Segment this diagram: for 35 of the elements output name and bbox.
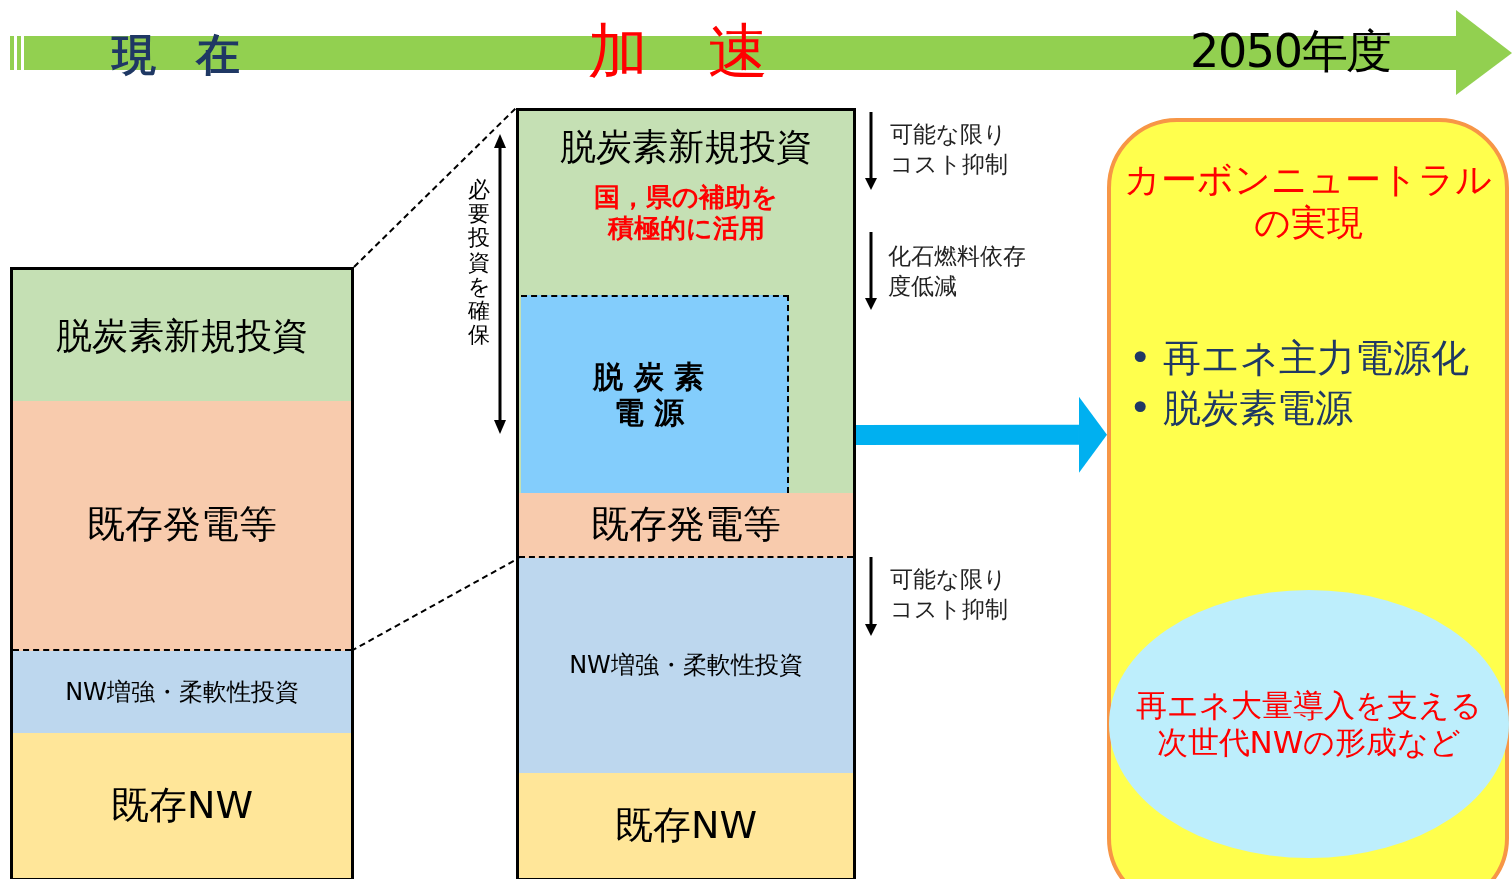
side-note: 化石燃料依存度低減 [888,242,1027,301]
side-note: 可能な限りコスト抑制 [890,120,1009,179]
stack-band [13,270,351,401]
timeline-label: 2050年度 [1190,23,1391,80]
node-label: 既存NW [615,802,757,849]
goal-panel [1107,118,1509,879]
node-label: 脱炭素新規投資 [56,313,308,358]
bullet-item: • 脱炭素電源 [1129,384,1355,432]
stack-band [519,111,853,493]
node-label: NW増強・柔軟性投資 [65,677,299,707]
zoom-guide-line [353,107,517,268]
timeline-label: 加速 [588,15,828,88]
node-label: カーボンニュートラルの実現 [1123,158,1493,245]
node-label: 再エネ大量導入を支える次世代NWの形成など [1135,686,1483,762]
block-arrow [856,396,1107,473]
bullet-item: • 再エネ主力電源化 [1129,335,1470,383]
vertical-note: 必要投資を確保 [468,178,490,348]
stack-column [516,108,856,879]
timeline-label: 現在 [112,28,280,82]
stack-band [13,651,351,733]
note-text: 国，県の補助を積極的に活用 [593,182,779,245]
side-note: 可能な限りコスト抑制 [890,565,1009,624]
dashed-box [521,295,789,493]
stack-band [13,733,351,878]
stack-band [519,773,853,878]
stack-band [519,493,853,558]
stack-column [10,267,354,879]
node-label: NW増強・柔軟性投資 [569,651,803,680]
node-label: 既存NW [111,782,253,829]
node-label: 脱炭素電源 [592,359,716,431]
node-label: 脱炭素新規投資 [560,125,812,169]
node-label: 既存発電等 [87,502,277,548]
stack-band [13,401,351,651]
stack-band [519,558,853,773]
node-label: 既存発電等 [591,501,781,548]
